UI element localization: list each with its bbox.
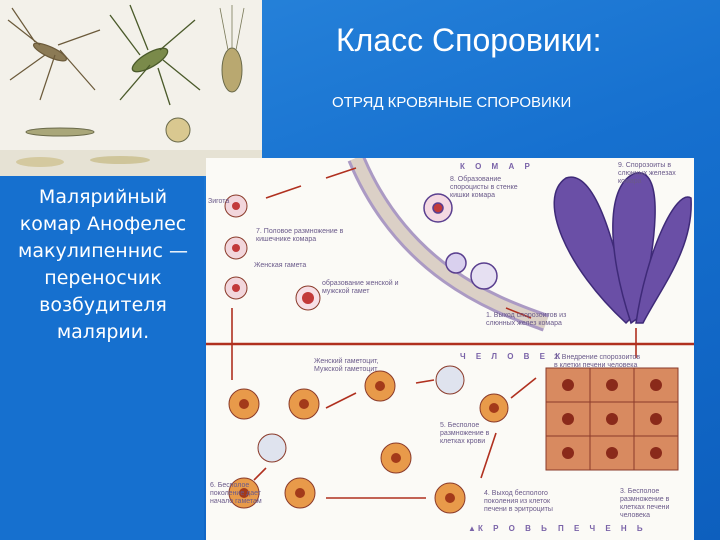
slide-title: Класс Споровики: <box>336 22 602 58</box>
label-gametocity: Женский гаметоцит, Мужской гаметоцит <box>314 358 379 373</box>
label-sporocysta: 8. Образование спороцисты в стенке кишки… <box>450 176 518 199</box>
label-vnedrenie: 2. Внедрение спорозоитов в клетки печени… <box>554 354 641 369</box>
label-gamety: Женская гамета <box>254 262 307 269</box>
slide-subtitle: ОТРЯД КРОВЯНЫЕ СПОРОВИКИ <box>332 94 572 111</box>
mosquito-photo <box>0 0 262 176</box>
caption-panel <box>0 176 204 540</box>
label-sporozoity: 9. Спорозоиты в слюнных железах комара <box>618 162 676 185</box>
triangle-icon: ▲ <box>468 524 476 533</box>
section-pechen: П Е Ч Е Н Ь <box>558 524 647 533</box>
section-krov: К Р О В Ь <box>478 524 551 533</box>
label-obrazovanie: образование женской и мужской гамет <box>322 280 399 295</box>
label-bespoloe-krov: 5. Бесполое размножение в клетках крови <box>440 422 490 445</box>
label-vyhod: 1. Выход спорозоитов из слюнных желез ко… <box>486 312 567 327</box>
section-komar: К О М А Р <box>460 162 534 171</box>
label-polovoe: 7. Половое размножение в кишечнике комар… <box>256 228 344 243</box>
section-chelovek: Ч Е Л О В Е К <box>460 352 565 361</box>
label-zigota: Зигота <box>208 198 230 205</box>
label-bespoloe-gameta: 6. Бесполое поколение дает начало гамета… <box>210 482 262 505</box>
label-bespoloe-pech: 3. Бесполое размножение в клетках печени… <box>620 488 670 519</box>
label-vyhod-pech: 4. Выход бесполого поколения из клеток п… <box>484 490 553 513</box>
plasmodium-lifecycle-diagram: К О М А Р Ч Е Л О В Е К ▲ К Р О В Ь П Е … <box>206 158 694 540</box>
mosquito-caption: Малярийный комар Анофелес макулипеннис —… <box>18 186 188 343</box>
